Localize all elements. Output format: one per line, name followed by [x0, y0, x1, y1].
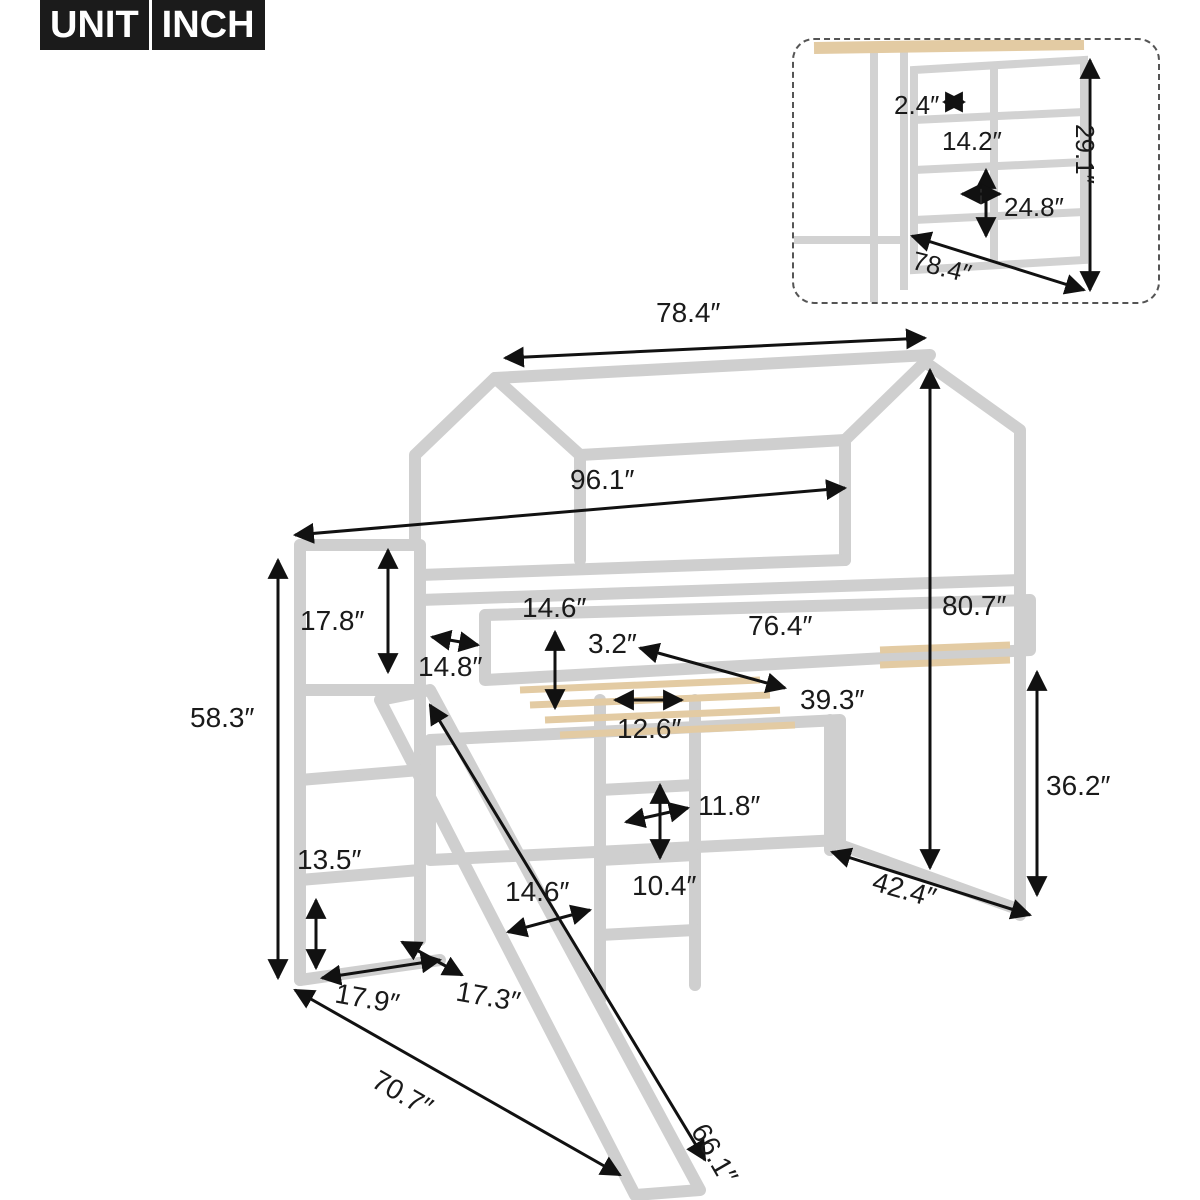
label-shelf-height: 24.8″: [1004, 192, 1064, 222]
unit-badge: UNIT INCH: [40, 0, 265, 50]
label-guardrail-height: 14.6″: [522, 592, 587, 623]
stair-step-1: [294, 764, 426, 786]
unit-label: UNIT: [40, 0, 149, 50]
label-rail-opening: 12.6″: [617, 713, 682, 744]
label-stair-width: 17.8″: [300, 605, 365, 636]
label-mattress-width: 39.3″: [800, 684, 865, 715]
badge-separator: [148, 0, 152, 50]
shelf-detail-inset: 2.4″ 14.2″ 24.8″ 29.1″ 78.4″: [792, 38, 1160, 304]
label-step-height: 13.5″: [297, 844, 362, 875]
shelf-illustration: [794, 40, 1101, 302]
label-cabinet-width: 11.8″: [698, 790, 761, 821]
bed-frame: [294, 349, 1036, 1200]
roof-eave-back: [574, 434, 851, 461]
roof-ridge: [489, 349, 936, 384]
label-rail-gap: 3.2″: [588, 628, 637, 659]
label-shelf-total-height: 29.1″: [1070, 124, 1100, 184]
front-rail: [479, 594, 1036, 686]
label-mattress-length: 76.4″: [748, 610, 813, 641]
label-cabinet-height: 10.4″: [632, 870, 697, 901]
roof-back-gable: [409, 372, 586, 566]
stair-step-2: [294, 864, 426, 886]
label-shelf-width: 14.2″: [942, 126, 1002, 156]
inch-label: INCH: [151, 0, 265, 50]
label-slide-width: 14.6″: [505, 876, 570, 907]
roof-front-gable: [839, 356, 1026, 671]
label-shelf-depth: 2.4″: [894, 90, 940, 120]
label-clearance-height: 36.2″: [1046, 770, 1111, 801]
label-overall-length: 96.1″: [570, 464, 635, 495]
dimension-arrows: [267, 328, 1048, 1177]
label-total-length: 78.4″: [656, 297, 721, 328]
label-total-height: 80.7″: [942, 590, 1007, 621]
label-stair-depth: 14.8″: [418, 651, 483, 682]
label-stair-height: 58.3″: [190, 702, 255, 733]
